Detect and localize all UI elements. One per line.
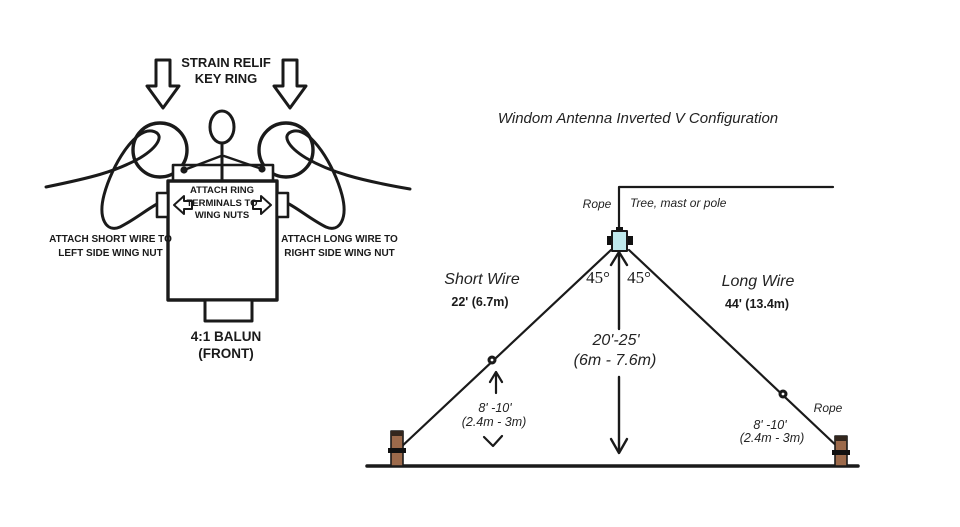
right-end-height-feet: 8' -10' [753, 418, 787, 432]
lid-attachment-dot-left [180, 166, 188, 174]
strain-relief-arrow-right [272, 58, 308, 110]
wing-nut-right [275, 191, 290, 219]
antenna-short-wire [398, 248, 613, 450]
lid-attachment-dot-right [258, 165, 266, 173]
balun-connector [203, 298, 254, 323]
support-line [617, 185, 835, 233]
short-wire-loop [44, 129, 161, 230]
apex-balun [607, 227, 633, 252]
hang-ring [208, 109, 236, 145]
left-end-height-arrows [482, 370, 504, 448]
short-wire-length: 22' (6.7m) [451, 295, 509, 309]
attach-short-wire-label: ATTACH SHORT WIRE TO LEFT SIDE WING NUT [49, 234, 172, 259]
pointer-arrow-left [173, 195, 193, 215]
key-ring-left [131, 121, 189, 179]
attach-long-wire-label: ATTACH LONG WIRE TO RIGHT SIDE WING NUT [281, 234, 398, 259]
long-wire-label: Long Wire [721, 273, 795, 290]
apex-height-measure [609, 250, 629, 455]
post-right [832, 435, 850, 467]
support-label: Tree, mast or pole [630, 196, 727, 210]
short-wire-label: Short Wire [444, 271, 520, 288]
angle-right-label: 45° [627, 268, 651, 287]
insulator-long-wire [778, 389, 788, 399]
bridle-left [182, 154, 223, 172]
balun-front-label: 4:1 BALUN (FRONT) [190, 329, 262, 361]
long-wire-loop [285, 129, 412, 230]
apex-height-metric: (6m - 7.6m) [573, 352, 657, 369]
strain-relief-arrow-left [145, 58, 181, 110]
apex-height-feet: 20'-25' [592, 332, 640, 349]
rope-right-label: Rope [813, 401, 843, 415]
wing-nut-left [155, 191, 170, 219]
angle-left-label: 45° [586, 268, 610, 287]
post-left [388, 430, 406, 467]
left-end-height-metric: (2.4m - 3m) [461, 415, 527, 429]
right-end-height-metric: (2.4m - 3m) [739, 431, 805, 445]
insulator-short-wire [487, 355, 497, 365]
key-ring-right [257, 121, 315, 179]
attach-ring-label: ATTACH RING TERMINALS TO WING NUTS [186, 185, 258, 221]
diagram-title: Windom Antenna Inverted V Configuration [497, 110, 779, 127]
bridle-right [222, 154, 264, 171]
strain-relief-label: STRAIN RELIF KEY RING [181, 55, 271, 86]
pointer-arrow-right [252, 195, 272, 215]
antenna-long-wire [627, 248, 843, 452]
long-wire-length: 44' (13.4m) [724, 297, 790, 311]
rope-left-label: Rope [582, 197, 612, 211]
left-end-height-feet: 8' -10' [478, 401, 512, 415]
